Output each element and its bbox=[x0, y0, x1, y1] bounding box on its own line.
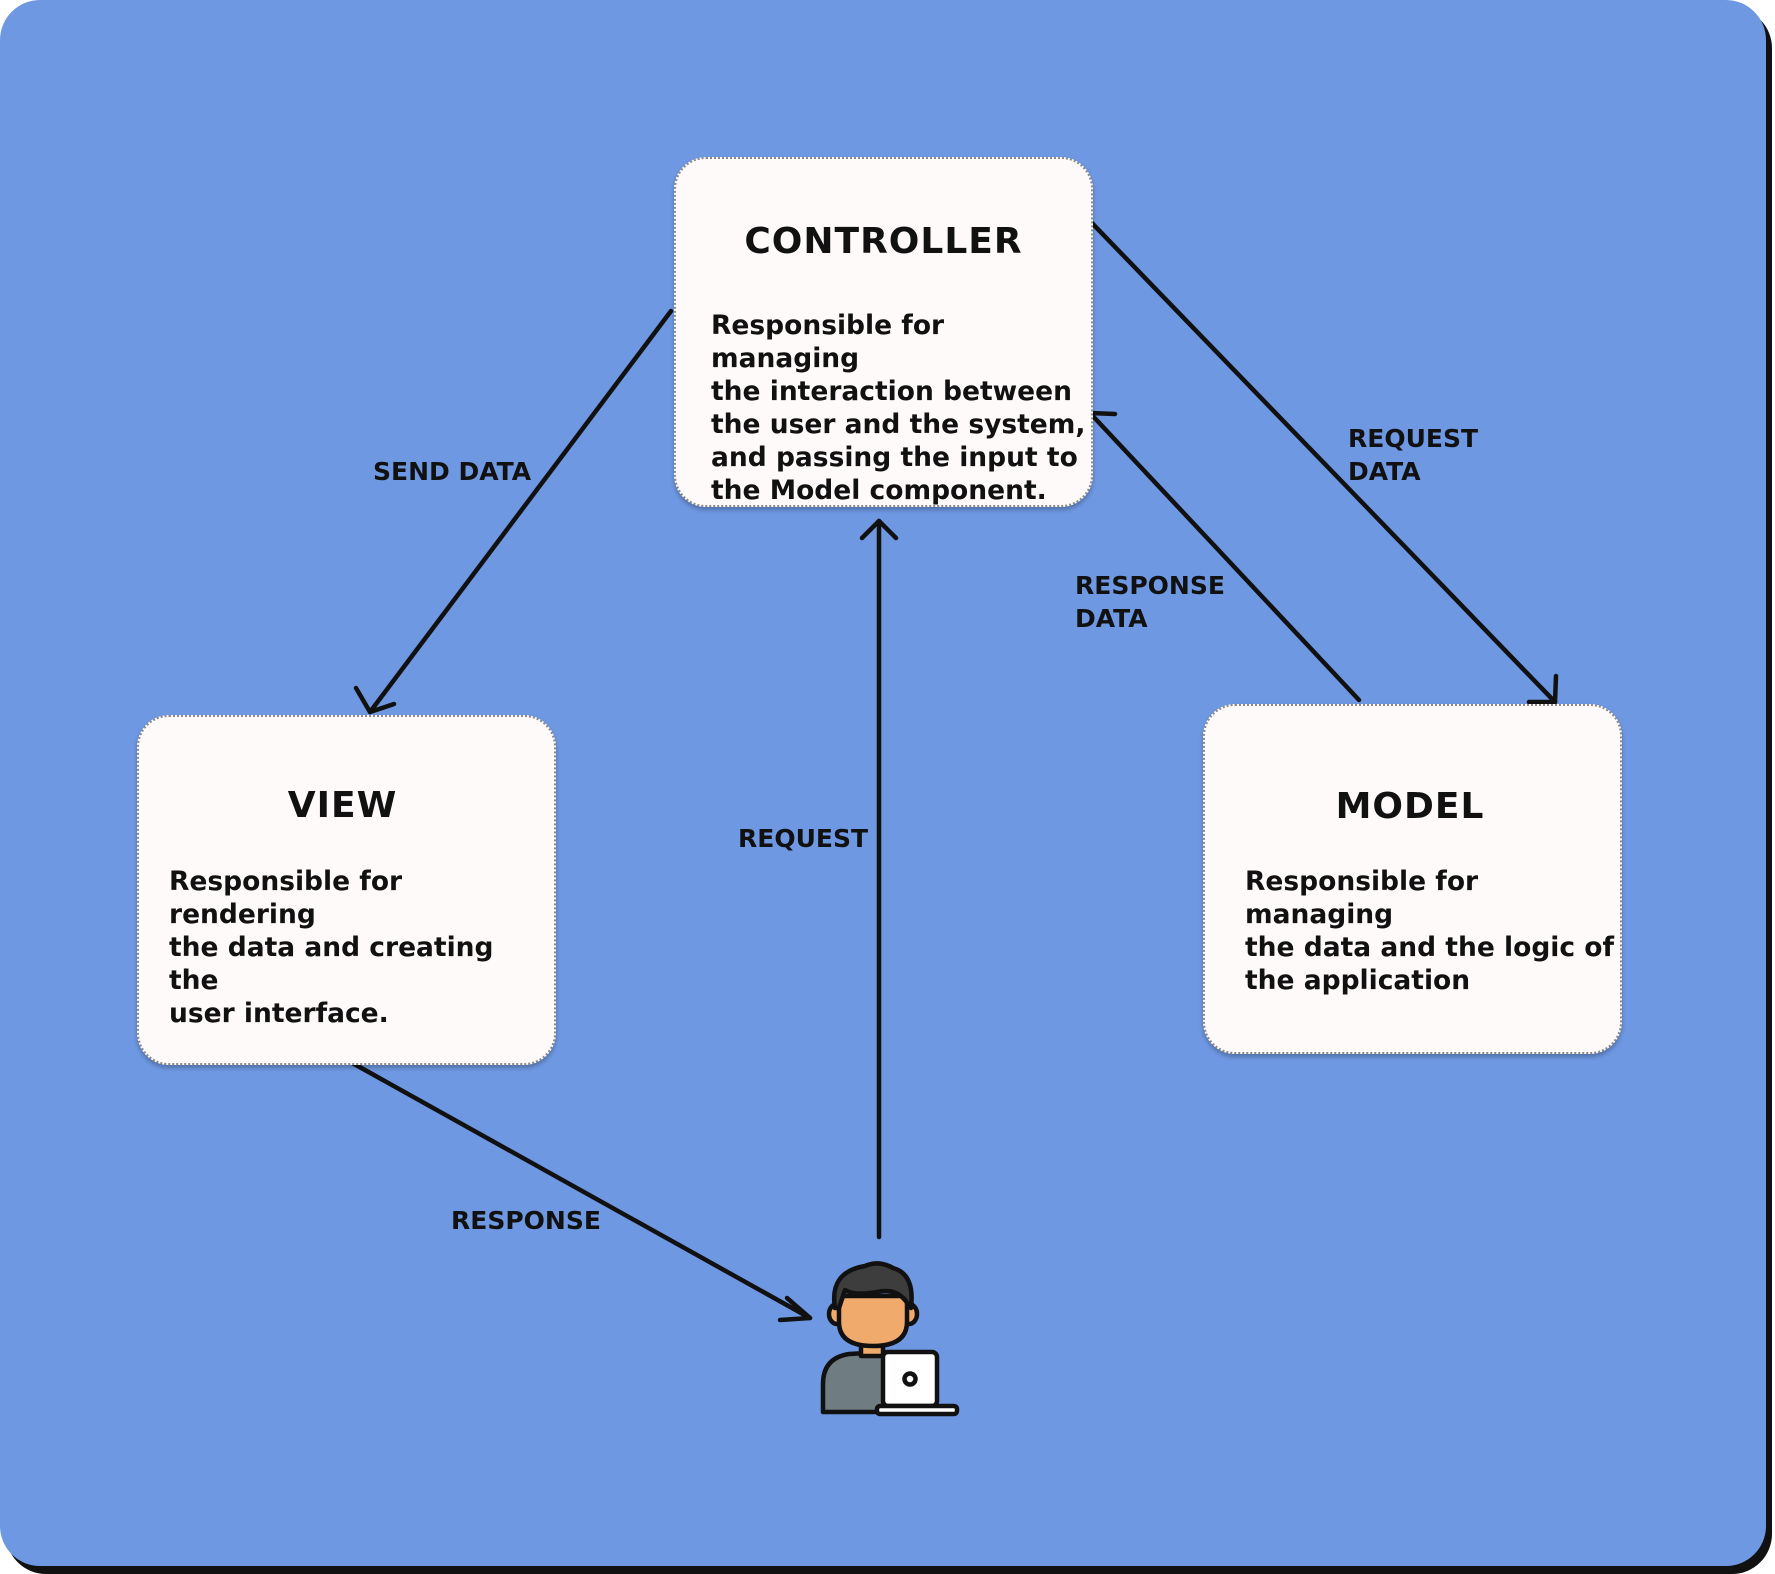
response-data-label: RESPONSE DATA bbox=[1075, 571, 1225, 633]
arrowhead-request-data bbox=[1526, 673, 1559, 705]
arrow-request-data bbox=[1086, 217, 1558, 705]
request-data-label: REQUEST DATA bbox=[1348, 424, 1479, 486]
controller-box: CONTROLLER Responsible for managing the … bbox=[674, 157, 1093, 507]
controller-title: CONTROLLER bbox=[744, 221, 1023, 262]
model-box: MODEL Responsible for managing the data … bbox=[1203, 704, 1622, 1054]
request-label: REQUEST bbox=[738, 824, 869, 853]
arrow-response-data bbox=[1087, 410, 1362, 703]
model-title: MODEL bbox=[1335, 786, 1485, 827]
view-title: VIEW bbox=[287, 785, 398, 826]
arrowhead-request bbox=[859, 518, 899, 541]
arrow-response bbox=[344, 1057, 813, 1321]
arrow-send-data bbox=[367, 308, 674, 715]
view-box: VIEW Responsible for rendering the data … bbox=[137, 715, 556, 1065]
controller-description: Responsible for managing the interaction… bbox=[711, 310, 1086, 506]
view-description: Responsible for rendering the data and c… bbox=[169, 866, 494, 1029]
user-with-laptop-icon bbox=[815, 1258, 965, 1420]
send-data-label: SEND DATA bbox=[373, 457, 532, 486]
arrowhead-response bbox=[777, 1295, 813, 1323]
response-label: RESPONSE bbox=[451, 1206, 601, 1235]
arrowhead-send-data bbox=[353, 685, 397, 715]
model-description: Responsible for managing the data and th… bbox=[1245, 866, 1615, 996]
